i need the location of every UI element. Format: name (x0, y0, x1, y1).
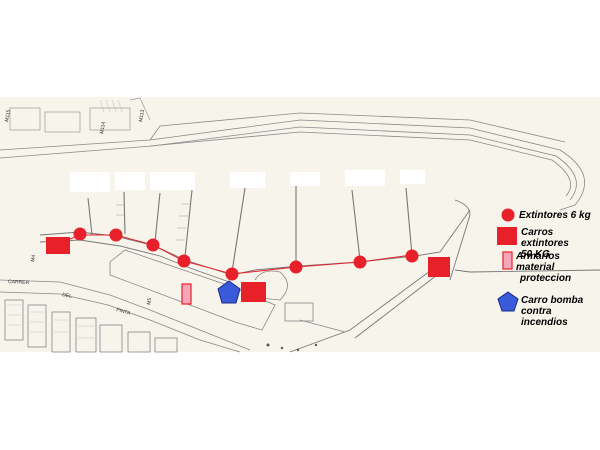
label-m113: M113 (138, 109, 146, 122)
breakwater-road (0, 112, 585, 211)
label-pinta: PINTA (115, 307, 131, 317)
upper-buildings (9, 97, 151, 133)
piers (87, 185, 413, 273)
block-hatch (7, 304, 94, 339)
extinguishers (73, 227, 419, 281)
label-carrer: CARRER (8, 279, 30, 286)
extinguisher-marker[interactable] (177, 254, 191, 268)
label-m4: M4 (30, 254, 37, 262)
extinguisher-marker[interactable] (405, 249, 419, 263)
legend-extinguishers-label: Extintores 6 kg (519, 210, 591, 221)
legend-truck-icon (497, 291, 519, 312)
mask-patches (70, 170, 425, 192)
extinguisher-marker[interactable] (109, 228, 123, 242)
extinguisher-marker[interactable] (73, 227, 87, 241)
street-blocks (0, 279, 251, 353)
cabinet-marker[interactable] (181, 283, 192, 305)
legend-truck-line1: Carro bomba (521, 295, 584, 306)
extinguisher-marker[interactable] (289, 260, 303, 274)
legend-cabinet-icon (502, 251, 513, 270)
label-del: DEL (62, 292, 73, 300)
legend-truck-line2: contra incendios (521, 306, 568, 328)
legend-cart-icon (497, 227, 517, 245)
legend-carts-line2: 50 KG (521, 249, 550, 260)
legend-carts-line1: Carros extintores (521, 227, 569, 249)
label-m115: M115 (4, 109, 12, 122)
legend-cabinet-line2: proteccion (520, 273, 572, 284)
legend-truck-label: Carro bomba contra incendios (521, 295, 600, 328)
map-paper (0, 97, 600, 352)
cart-marker[interactable] (241, 282, 266, 302)
cart-marker[interactable] (428, 257, 450, 277)
label-m5: M5 (146, 297, 153, 305)
legend-extinguisher-icon (501, 208, 515, 222)
map-markers-small (266, 343, 318, 352)
legend-cabinet-label: Armarios material proteccion (516, 251, 600, 284)
fire-truck-marker[interactable] (217, 280, 241, 304)
harbour-buildings (109, 249, 346, 333)
pier-fingers (116, 203, 190, 241)
label-m114: M114 (99, 121, 107, 134)
cart-marker[interactable] (46, 237, 70, 254)
extinguisher-marker[interactable] (225, 267, 239, 281)
carts (46, 237, 450, 302)
extinguisher-marker[interactable] (146, 238, 160, 252)
extinguisher-marker[interactable] (353, 255, 367, 269)
legend-cabinet-line1: Armarios material (516, 251, 560, 273)
hatch-marks (99, 99, 123, 113)
legend-carts-label: Carros extintores 50 KG (521, 227, 600, 260)
